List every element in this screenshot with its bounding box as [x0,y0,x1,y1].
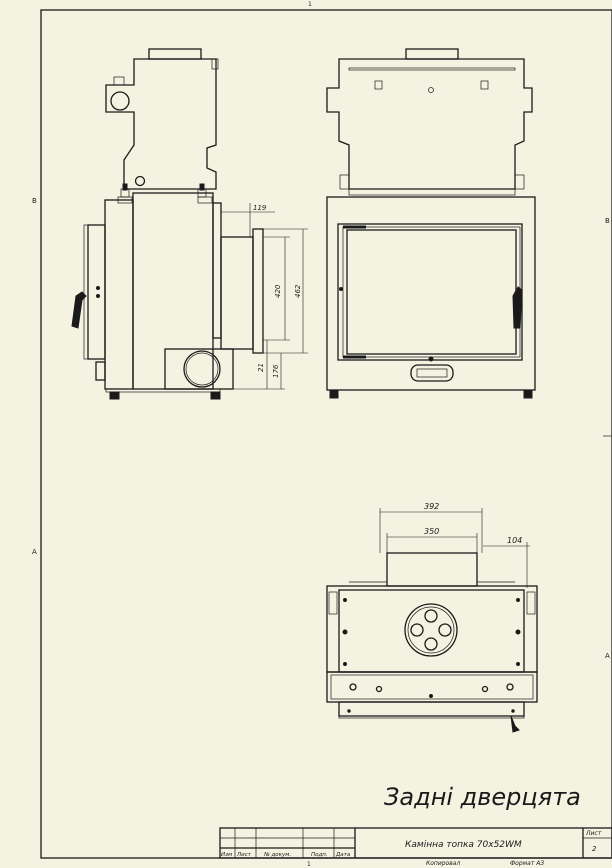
zone-marker-left-a: A [32,548,37,556]
copied-label: Копировал [426,860,460,867]
sheet-label: Лист [585,830,602,837]
zone-marker-bottom: 1 [307,861,311,868]
dim-104: 104 [507,536,522,545]
zone-marker-right-b: B [605,217,610,225]
title-block: Изм Лист № докум. Подп. Дата Камінна топ… [219,827,612,867]
rear-view-dimensions: 392 350 104 [379,502,530,588]
sheet-border [40,9,612,859]
dim-21: 21 [257,363,265,372]
view-caption: Задні дверцята [384,783,581,811]
col-izm: Изм [221,852,232,858]
col-sign: Подп. [311,852,328,858]
side-view-dimensions: 119 420 462 21 176 [221,203,308,390]
col-list: Лист [236,852,252,858]
col-date: Дата [335,852,351,858]
format-label: Формат А3 [510,860,544,867]
side-view [71,48,264,400]
dim-462: 462 [294,284,302,298]
dim-392: 392 [424,502,439,511]
rear-view [326,552,538,733]
zone-marker-top: 1 [308,1,312,8]
dim-420: 420 [274,284,282,298]
zone-marker-right-a: A [605,652,610,660]
front-view [326,48,536,399]
dim-176: 176 [272,364,280,378]
dim-119: 119 [253,204,267,212]
zone-marker-left-b: B [32,197,37,205]
sheet-number: 2 [592,845,597,853]
drawing-name: Камінна топка 70х52WM [405,840,522,850]
col-doc: № докум. [263,852,291,858]
dim-350: 350 [424,527,439,536]
